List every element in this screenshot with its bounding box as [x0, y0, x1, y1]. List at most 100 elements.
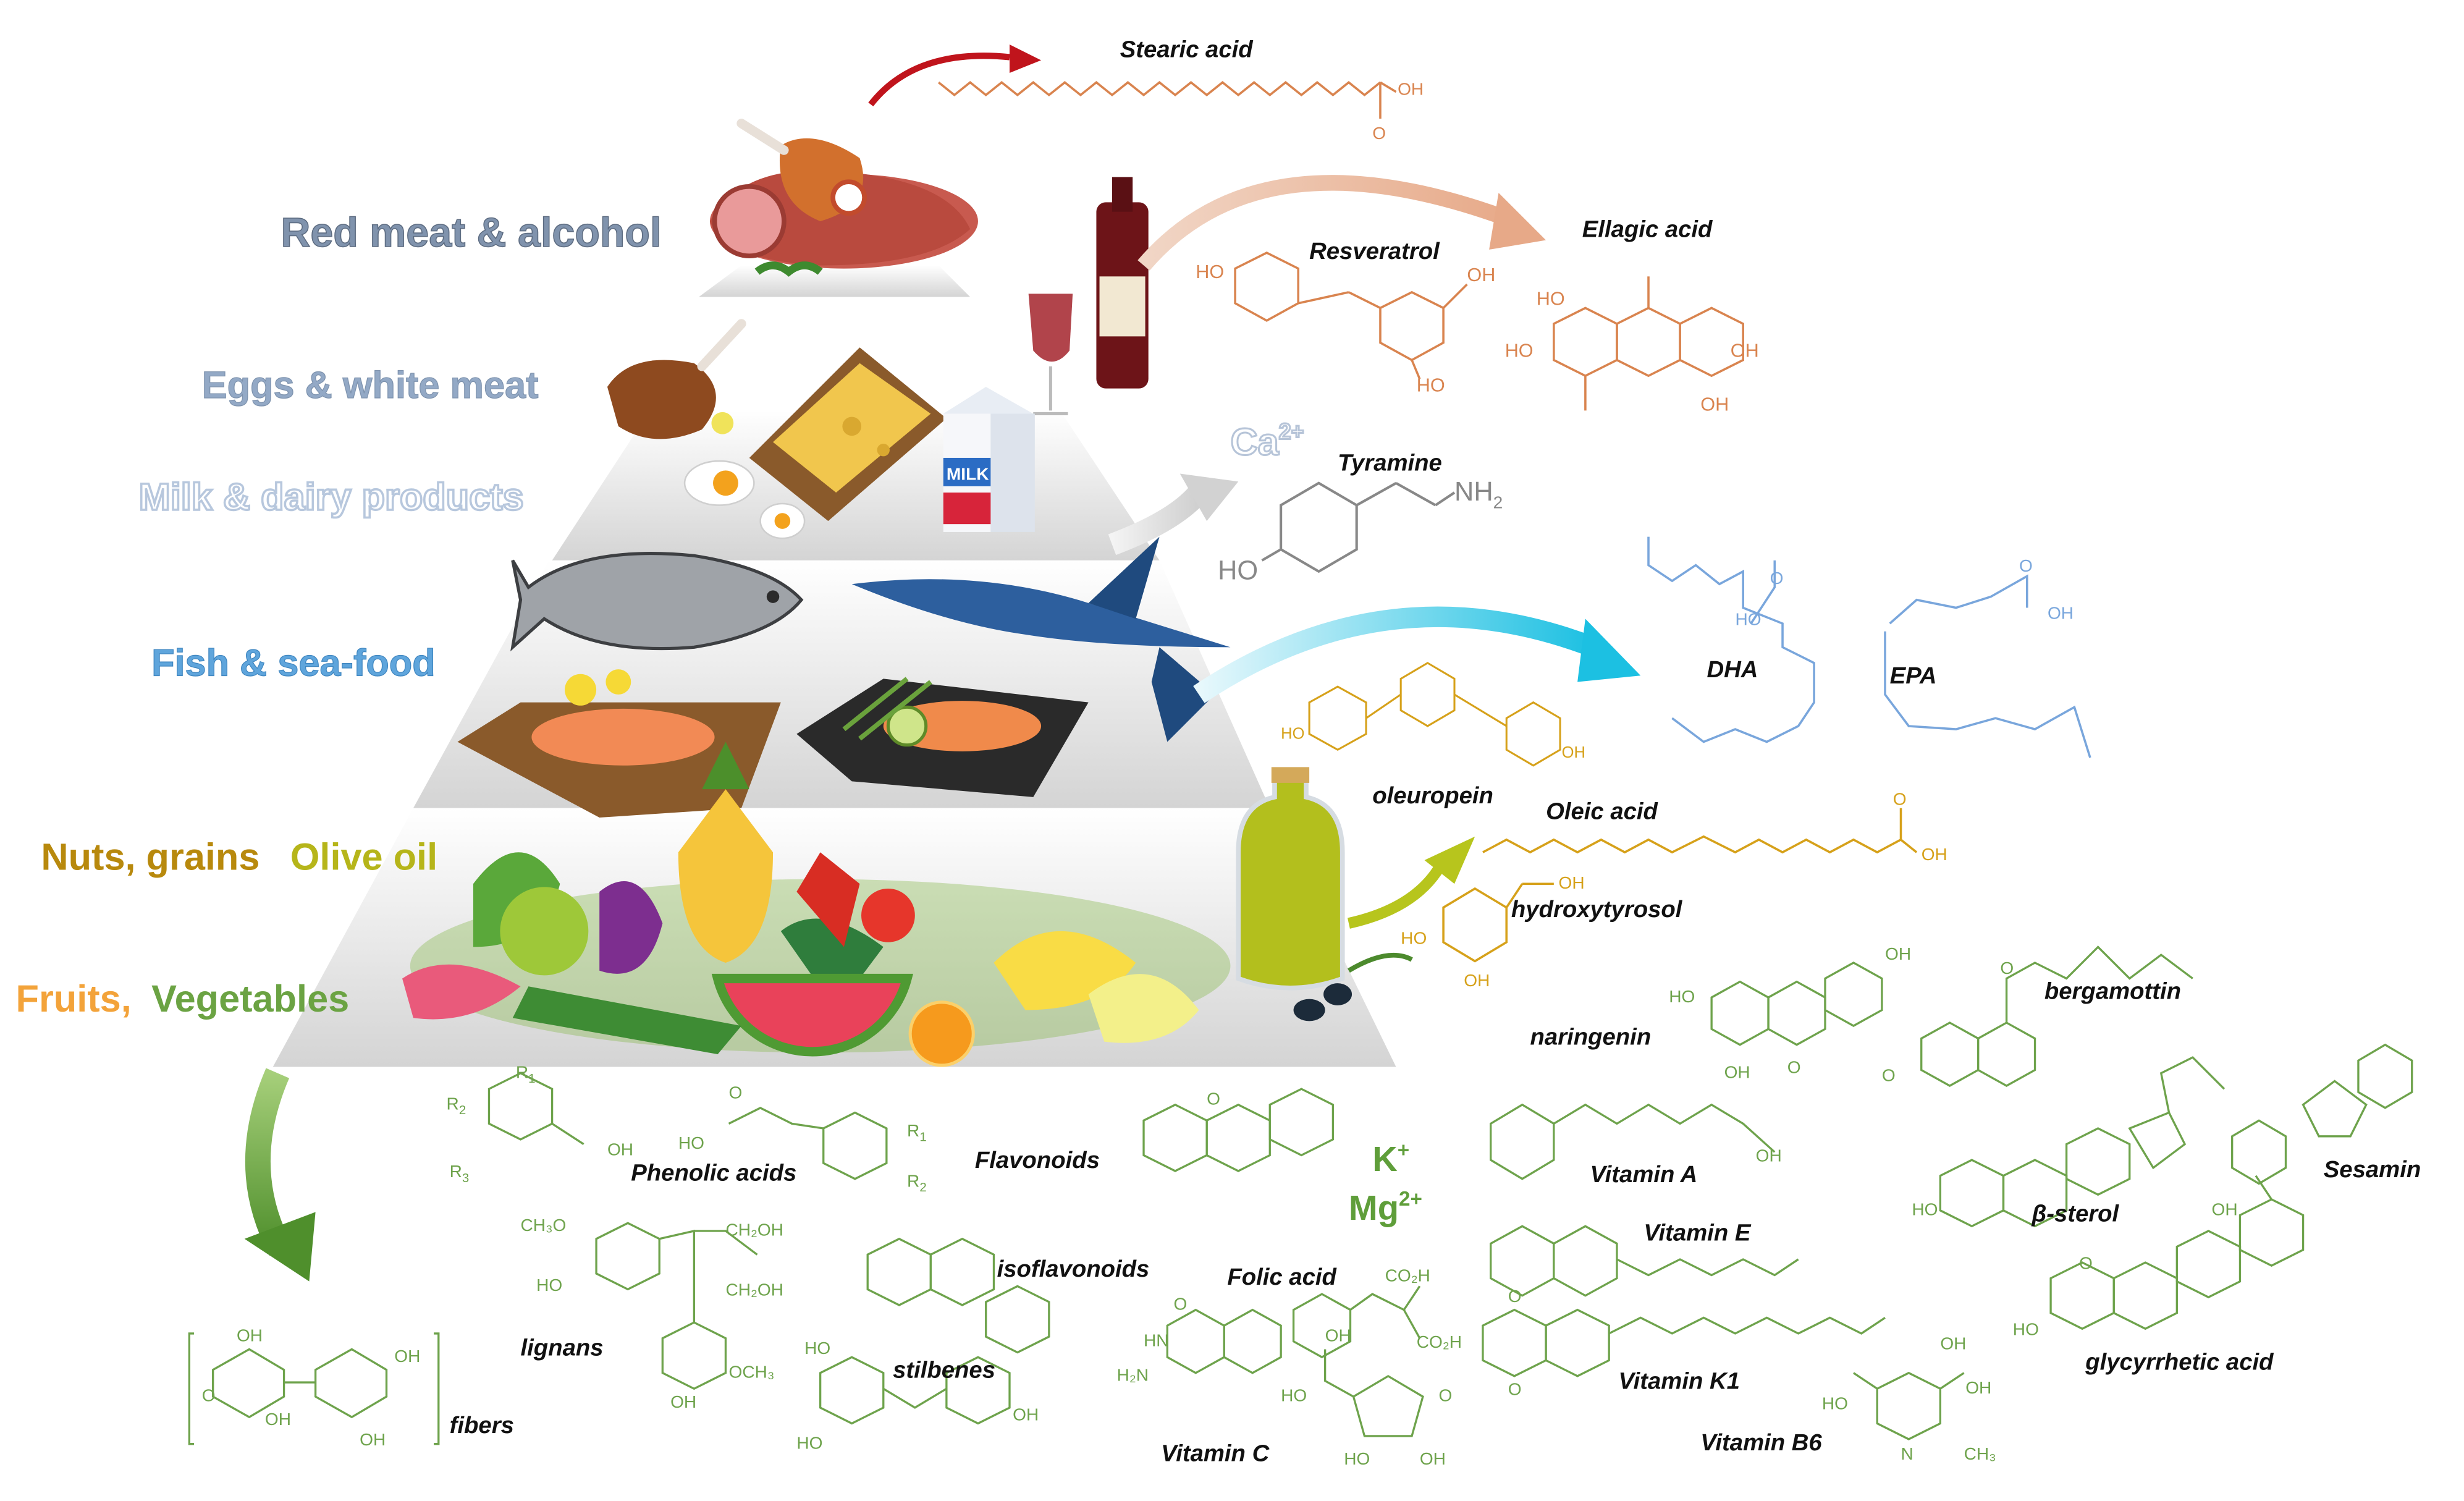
- label-eggs: Eggs & white meat: [202, 364, 539, 406]
- label-hydroxytyrosol: hydroxytyrosol: [1511, 896, 1683, 923]
- lignans-ch2oh-1: CH₂OH: [725, 1220, 783, 1240]
- peach-arrow: [1137, 175, 1517, 271]
- red-arrow-head: [1010, 44, 1042, 73]
- resveratrol-oh-2: HO: [1417, 375, 1445, 396]
- tyramine-ho: HO: [1218, 556, 1258, 586]
- fibers-oh-1: OH: [237, 1326, 263, 1345]
- label-red-meat: Red meat & alcohol: [281, 210, 661, 256]
- lignans-ch2oh-2: CH₂OH: [725, 1280, 783, 1300]
- naringenin-oh-1: OH: [1885, 944, 1911, 963]
- fibers-oh-4: OH: [394, 1347, 420, 1366]
- beta-sterol-ho: HO: [1912, 1199, 1938, 1219]
- red-arrow: [868, 53, 1010, 107]
- ellagic-ho-2: HO: [1505, 340, 1534, 362]
- tyramine-nh2: NH2: [1454, 477, 1503, 512]
- stilbenes-ho-2: HO: [796, 1433, 822, 1452]
- oleic-o: O: [1893, 790, 1907, 809]
- eggs-illustration: [683, 460, 806, 539]
- phenolic-r1b-base: R: [907, 1121, 919, 1140]
- bergamottin-o-1: O: [2000, 958, 2014, 978]
- label-oleic-acid: Oleic acid: [1546, 798, 1658, 825]
- oleuropein-structure: [1308, 662, 1561, 767]
- phenolic-r2-b: R2: [907, 1171, 927, 1194]
- cyan-arrow-head: [1577, 619, 1641, 682]
- fibers-o: O: [202, 1386, 216, 1405]
- label-fish: Fish & sea-food: [151, 641, 436, 683]
- fish-illustration: [510, 536, 1231, 742]
- stilbenes-oh: OH: [1013, 1405, 1039, 1424]
- hydroxytyrosol-ho: HO: [1401, 928, 1427, 947]
- oleuropein-ho: HO: [1281, 725, 1304, 742]
- vitamin-k1-o-2: O: [1508, 1380, 1522, 1399]
- folic-co2h-2: CO₂H: [1417, 1332, 1462, 1351]
- vitamin-b6-ch3: CH₃: [1964, 1444, 1996, 1463]
- tyramine-nh2-sub: 2: [1493, 493, 1503, 512]
- label-naringenin: naringenin: [1530, 1024, 1652, 1051]
- ellagic-oh-1: OH: [1731, 340, 1759, 362]
- vitamin-a-oh: OH: [1756, 1146, 1782, 1165]
- phenolic-oh-1: OH: [607, 1139, 633, 1159]
- phenolic-r2: R2: [447, 1094, 466, 1117]
- green-arrow: [245, 1068, 292, 1256]
- calcium-symbol: Ca: [1230, 421, 1279, 463]
- folic-hn: HN: [1144, 1330, 1169, 1350]
- vegetables-illustration: [402, 742, 1231, 1067]
- vitamin-b6-ho: HO: [1822, 1393, 1848, 1413]
- green-arrow-head: [244, 1212, 316, 1282]
- lignans-ho: HO: [536, 1275, 562, 1295]
- vitamin-k1-o-1: O: [1508, 1287, 1522, 1306]
- phenolic-r1-sub: 1: [528, 1072, 535, 1086]
- label-vitamin-c: Vitamin C: [1161, 1440, 1270, 1467]
- label-beta-sterol: β-sterol: [2031, 1201, 2119, 1227]
- label-vitamin-k1: Vitamin K1: [1619, 1368, 1740, 1394]
- vitamin-c-ho: HO: [1281, 1386, 1307, 1405]
- milk-carton-illustration: MILK: [943, 387, 1035, 532]
- phenolic-r2b-sub: 2: [919, 1181, 926, 1194]
- label-glycyrrhetic-acid: glycyrrhetic acid: [2085, 1349, 2274, 1376]
- fibers-oh-2: OH: [265, 1410, 291, 1429]
- vitamin-b6-n: N: [1901, 1444, 1913, 1463]
- tyramine-structure: [1261, 481, 1456, 573]
- label-milk: Milk & dairy products: [139, 476, 524, 518]
- phenolic-o: O: [729, 1083, 743, 1102]
- oleic-oh: OH: [1922, 845, 1947, 864]
- label-stearic-acid: Stearic acid: [1120, 36, 1254, 62]
- milk-carton-label: MILK: [947, 465, 989, 484]
- chicken-illustration: [607, 319, 746, 439]
- folic-h2n: H₂N: [1117, 1366, 1149, 1385]
- potassium-ion: K+: [1372, 1139, 1409, 1178]
- naringenin-ho: HO: [1669, 987, 1695, 1006]
- phenolic-r2-base: R: [447, 1094, 459, 1113]
- naringenin-o: O: [1787, 1058, 1801, 1077]
- peach-arrow-head: [1489, 193, 1546, 250]
- ellagic-acid-structure: [1553, 276, 1745, 411]
- salmon-board-illustration: [457, 669, 781, 818]
- label-folic-acid: Folic acid: [1227, 1264, 1337, 1290]
- phenolic-r1b-sub: 1: [919, 1130, 926, 1144]
- dha-structure: [1647, 536, 1815, 743]
- tyramine-nh2-base: NH: [1454, 477, 1493, 507]
- ellagic-oh-2: OH: [1700, 394, 1729, 415]
- label-lignans: lignans: [521, 1335, 604, 1361]
- label-isoflavonoids: isoflavonoids: [997, 1256, 1150, 1282]
- vitamin-c-o: O: [1438, 1386, 1452, 1405]
- cyan-arrow: [1193, 606, 1597, 703]
- phenolic-ho: HO: [678, 1133, 704, 1152]
- label-tyramine: Tyramine: [1338, 449, 1442, 476]
- glycyrrhetic-oh: OH: [2211, 1199, 2237, 1219]
- label-vitamin-b6: Vitamin B6: [1700, 1429, 1822, 1456]
- phenolic-r2b-base: R: [907, 1171, 919, 1190]
- phenolic-r3: R3: [450, 1162, 470, 1185]
- phenolic-r3-base: R: [450, 1162, 462, 1181]
- magnesium-symbol: Mg: [1349, 1188, 1399, 1227]
- resveratrol-oh-1: OH: [1467, 264, 1495, 285]
- epa-structure: [1884, 574, 2091, 758]
- pyramid-tier-1: [699, 265, 971, 297]
- calcium-charge: 2+: [1279, 419, 1304, 444]
- green-group-labels: HO OH OH O O O R1 R2 R3 OH HO O R1 R2 O …: [202, 944, 2238, 1468]
- hydroxytyrosol-oh-1: OH: [1558, 873, 1584, 892]
- compound-labels: Stearic acid Resveratrol Ellagic acid Ty…: [450, 36, 2421, 1466]
- stearic-o: O: [1372, 124, 1386, 143]
